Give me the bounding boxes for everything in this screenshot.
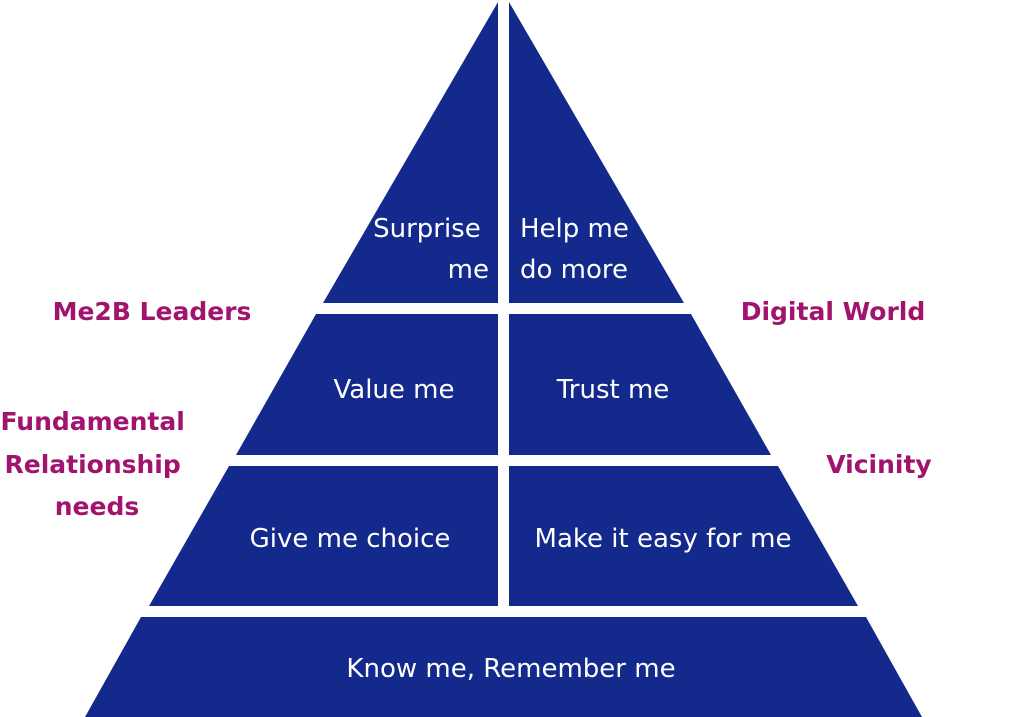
base-label: Know me, Remember me [346, 654, 675, 684]
top-right-label-line1: Help me [520, 214, 629, 244]
low-left-label: Give me choice [250, 524, 451, 554]
segment-top-left [323, 2, 498, 303]
fundamental-needs-line1: Fundamental [0, 407, 184, 436]
fundamental-needs-label: Fundamental Relationship needs [0, 407, 193, 521]
mid-right-label: Trust me [556, 375, 670, 405]
top-left-label-line2: me [448, 255, 489, 285]
vicinity-label: Vicinity [826, 450, 931, 479]
top-left-label-line1: Surprise [373, 214, 481, 244]
top-right-label-line2: do more [520, 255, 628, 285]
segment-low-right [509, 466, 858, 606]
segment-mid-right [509, 314, 771, 455]
fundamental-needs-line2: Relationship [4, 450, 180, 479]
segment-mid-left [236, 314, 498, 455]
segment-low-left [149, 466, 498, 606]
segment-top-right [509, 2, 684, 303]
digital-world-label: Digital World [741, 297, 926, 326]
segment-base [85, 617, 922, 717]
me2b-leaders-label: Me2B Leaders [53, 297, 252, 326]
fundamental-needs-line3: needs [55, 492, 140, 521]
low-right-label: Make it easy for me [535, 524, 792, 554]
mid-left-label: Value me [334, 375, 455, 405]
top-left-label: Surprise me [373, 214, 489, 285]
top-right-label: Help me do more [520, 214, 637, 285]
